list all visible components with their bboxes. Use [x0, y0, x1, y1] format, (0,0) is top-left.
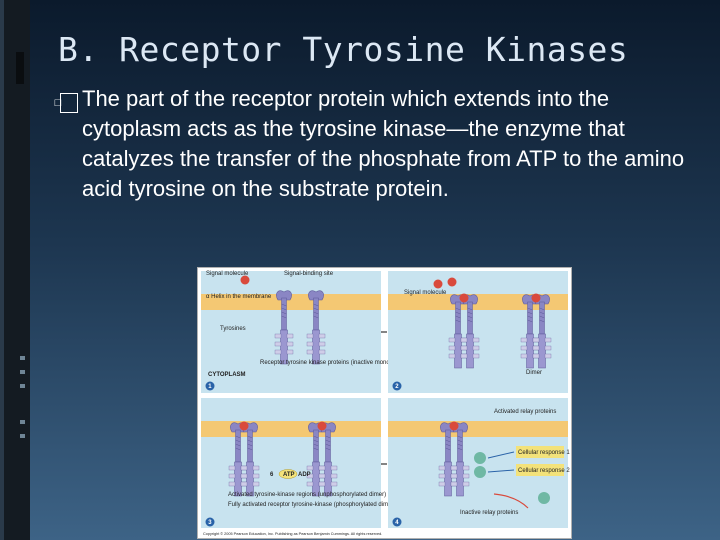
- label-dimer: Dimer: [526, 370, 542, 376]
- panel-2-background: [388, 271, 568, 393]
- label-response-1: Cellular response 1: [518, 450, 570, 456]
- label-cytoplasm: CYTOPLASM: [208, 372, 246, 378]
- label-atp-count: 6: [270, 472, 274, 478]
- slide-body: □The part of the receptor protein which …: [55, 84, 700, 204]
- step-number: 2: [395, 384, 399, 390]
- label-helix: α Helix in the membrane: [206, 294, 272, 300]
- label-receptor-proteins: Receptor tyrosine kinase proteins (inact…: [260, 360, 405, 366]
- relay-protein-icon: [474, 452, 486, 464]
- left-stripe: [0, 0, 4, 540]
- label-activated-regions: Activated tyrosine-kinase regions (unpho…: [228, 492, 386, 498]
- left-tick: [20, 370, 25, 374]
- step-number: 4: [395, 520, 399, 526]
- response-2-box: [516, 464, 564, 476]
- panel-3-background: [201, 398, 381, 528]
- left-tick: [20, 420, 25, 424]
- panel-3-membrane: [201, 421, 381, 437]
- left-tick: [20, 434, 25, 438]
- signal-molecule-icon: [240, 275, 250, 285]
- figure-copyright: Copyright © 2005 Pearson Education, Inc.…: [203, 532, 382, 536]
- panel-1-background: [201, 271, 381, 393]
- bullet-box-icon: □: [55, 93, 78, 113]
- label-atp: ATP: [283, 472, 295, 478]
- bullet-text: The part of the receptor protein which e…: [82, 86, 685, 201]
- atp-shape: [278, 469, 298, 479]
- arrow-response-1: [487, 451, 515, 459]
- signal-molecule-icon: [447, 277, 457, 287]
- signal-molecule-icon: [239, 421, 249, 431]
- panel-2: Signal molecule Dimer 2: [388, 271, 568, 393]
- slide-title: B. Receptor Tyrosine Kinases: [58, 30, 629, 69]
- label-signal-molecule: Signal molecule: [206, 271, 249, 277]
- signal-molecule-icon: [449, 421, 459, 431]
- step-badge: [205, 517, 215, 527]
- label-response-2: Cellular response 2: [518, 468, 570, 474]
- step-badge: [392, 381, 402, 391]
- signal-molecule-icon: [459, 293, 469, 303]
- response-1-box: [516, 446, 564, 458]
- label-fully-activated: Fully activated receptor tyrosine-kinase…: [228, 502, 395, 508]
- rtk-activation-figure: Signal molecule Signal-binding site α He…: [197, 267, 572, 539]
- left-decorative-band: [0, 0, 30, 540]
- panel-4: Cellular response 1 Cellular response 2 …: [388, 398, 570, 528]
- rtk-diagram: Signal molecule Signal-binding site α He…: [201, 271, 570, 536]
- signal-molecule-icon: [433, 279, 443, 289]
- step-badge: [392, 517, 402, 527]
- step-number: 3: [208, 520, 212, 526]
- panel-3: ATP 6 ADP Activated tyrosine-kinase regi…: [201, 398, 395, 528]
- relay-protein-icon: [538, 492, 550, 504]
- signal-molecule-icon: [531, 293, 541, 303]
- signal-molecule-icon: [317, 421, 327, 431]
- panel-1: Signal molecule Signal-binding site α He…: [201, 271, 405, 393]
- label-tyrosines: Tyrosines: [220, 326, 246, 332]
- left-black-marker: [16, 52, 24, 84]
- left-tick: [20, 356, 25, 360]
- relay-protein-icon: [474, 466, 486, 478]
- bullet-paragraph: □The part of the receptor protein which …: [55, 84, 700, 204]
- step-number: 1: [208, 384, 212, 390]
- label-activated-relay: Activated relay proteins: [494, 409, 556, 415]
- label-signal-binding-site: Signal-binding site: [284, 271, 334, 277]
- left-tick: [20, 384, 25, 388]
- arrow-response-2: [487, 469, 515, 473]
- panel-1-membrane: [201, 294, 381, 310]
- label-inactive-relay: Inactive relay proteins: [460, 510, 518, 516]
- activation-arrow: [493, 493, 529, 509]
- label-signal-molecule: Signal molecule: [404, 290, 447, 296]
- panel-4-membrane: [388, 421, 568, 437]
- step-badge: [205, 381, 215, 391]
- label-adp: ADP: [298, 472, 311, 478]
